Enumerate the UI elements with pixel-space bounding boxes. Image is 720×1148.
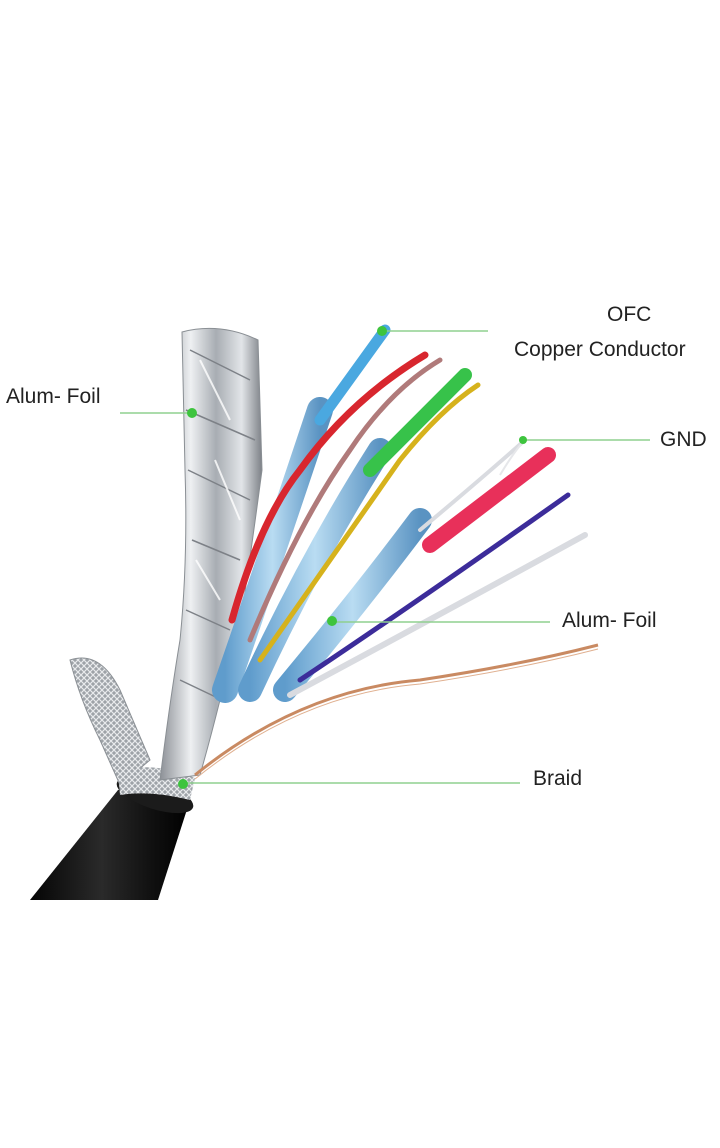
- callout-dot-braid: [178, 779, 188, 789]
- outer-alum-foil: [159, 327, 263, 781]
- callout-dots: [178, 326, 527, 789]
- callout-dot-foil-left: [187, 408, 197, 418]
- callout-dot-foil-right: [327, 616, 337, 626]
- cable-jacket: [30, 786, 190, 900]
- callout-dot-ofc: [377, 326, 387, 336]
- braid-shield: [69, 657, 151, 786]
- label-copper-conductor: Copper Conductor: [514, 338, 686, 361]
- callout-lines: [120, 330, 650, 784]
- label-alum-foil-outer: Alum- Foil: [6, 385, 101, 408]
- label-braid: Braid: [533, 767, 583, 790]
- callout-dot-gnd: [519, 436, 527, 444]
- label-gnd: GND: [660, 428, 707, 451]
- conductor-wires: [194, 324, 599, 780]
- label-alum-foil-inner: Alum- Foil: [562, 609, 657, 632]
- label-ofc: OFC: [607, 303, 652, 326]
